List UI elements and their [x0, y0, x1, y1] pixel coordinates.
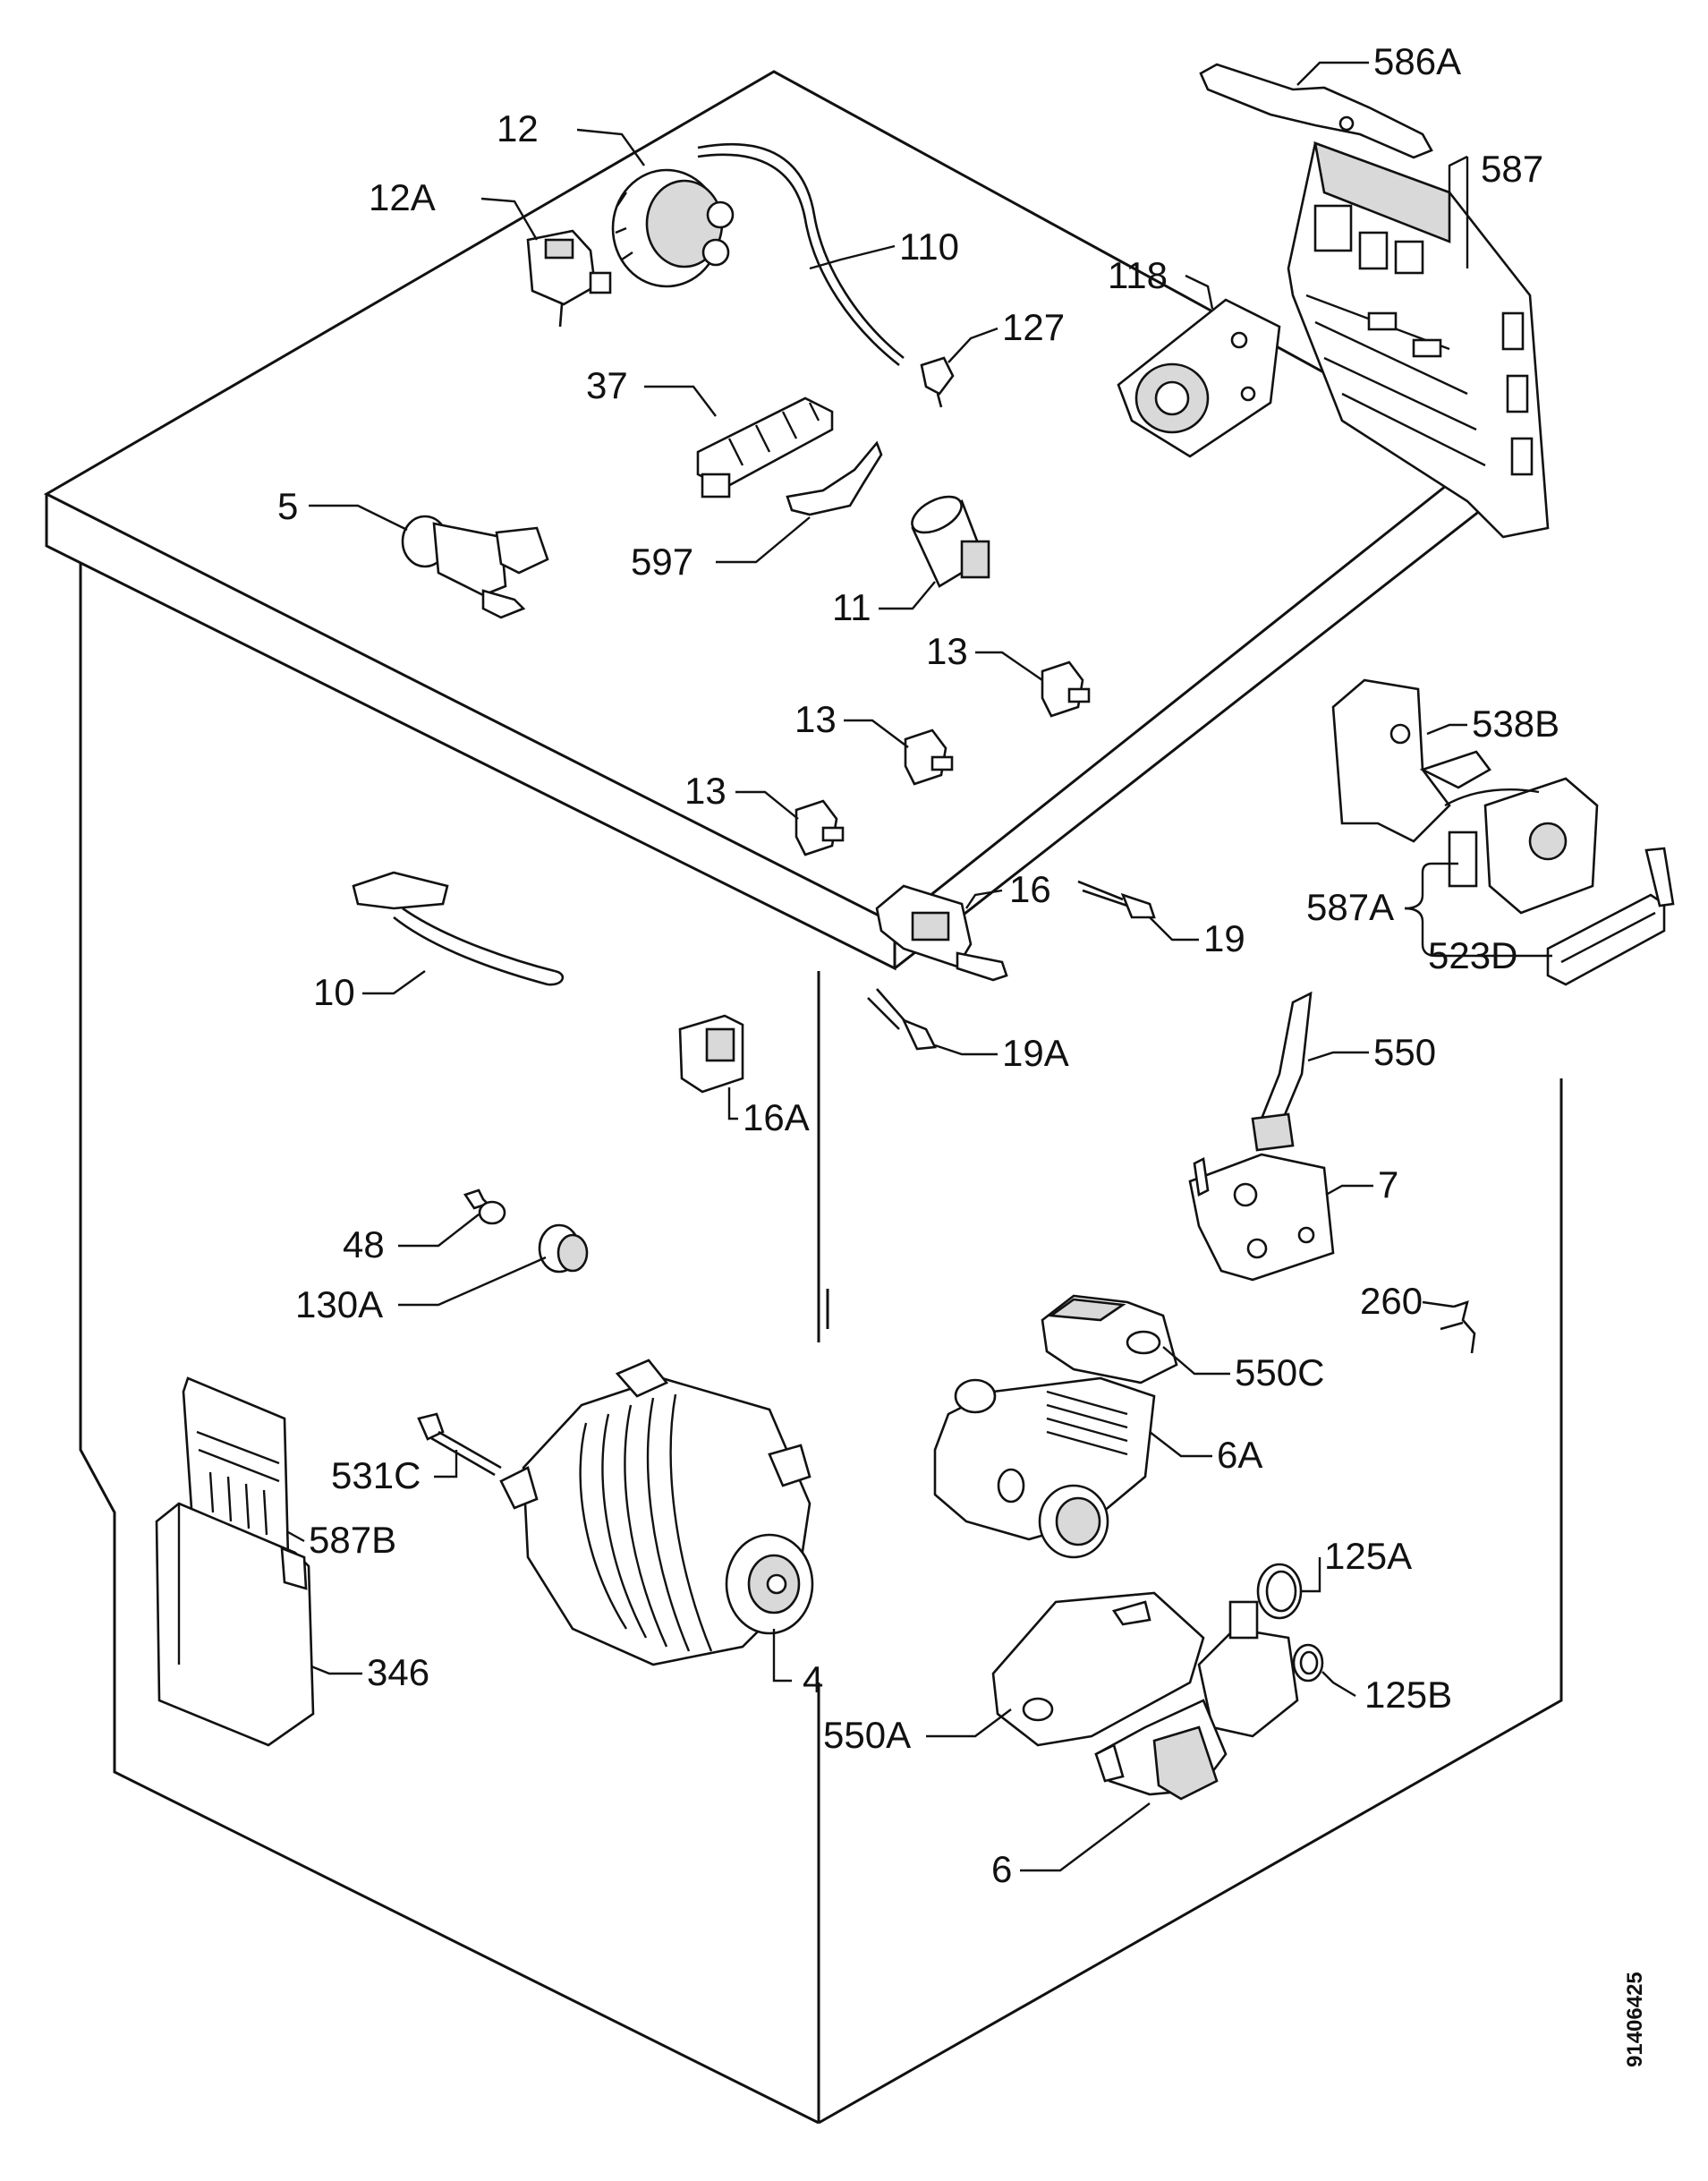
- label-125a: 125A: [1324, 1535, 1412, 1577]
- label-130a: 130A: [295, 1283, 383, 1325]
- label-125b: 125B: [1364, 1674, 1452, 1716]
- label-587: 587: [1481, 148, 1543, 190]
- label-48: 48: [343, 1223, 385, 1265]
- part-13-connector-b: [904, 728, 954, 786]
- drawing-number: 91406425: [1623, 1972, 1647, 2067]
- label-12: 12: [497, 107, 539, 149]
- label-586a: 586A: [1373, 40, 1461, 82]
- part-125a-gasket: [1256, 1563, 1303, 1620]
- label-13-c: 13: [684, 770, 727, 812]
- cabinet-outline: [43, 70, 1563, 2125]
- label-6: 6: [991, 1848, 1012, 1890]
- part-19a-sensor: [867, 988, 938, 1051]
- label-16: 16: [1009, 868, 1051, 910]
- label-550: 550: [1373, 1031, 1436, 1073]
- part-labels: 586A 587 12 12A 110 118 127 37 5 597 11 …: [277, 40, 1559, 1890]
- label-13-b: 13: [795, 698, 837, 740]
- part-550-harness: [1251, 991, 1313, 1152]
- label-118: 118: [1108, 254, 1168, 296]
- label-19a: 19A: [1002, 1032, 1069, 1074]
- part-4-motor: [499, 1359, 814, 1666]
- part-110-hose: [697, 142, 905, 367]
- label-587a: 587A: [1306, 886, 1394, 928]
- part-346-dispenser-box: [155, 1502, 315, 1747]
- part-12a-small-switch: [526, 229, 612, 328]
- part-7-module: [1188, 1153, 1335, 1282]
- label-19: 19: [1203, 917, 1245, 959]
- label-550c: 550C: [1235, 1351, 1324, 1393]
- part-48-plug: [463, 1188, 506, 1225]
- part-550c-cover: [1041, 1294, 1178, 1384]
- leader-lines: [287, 61, 1552, 1872]
- part-13-connector-a: [1041, 660, 1091, 718]
- part-16-door-lock: [875, 884, 1008, 982]
- label-523d: 523D: [1428, 934, 1517, 976]
- label-37: 37: [586, 364, 628, 406]
- label-5: 5: [277, 485, 298, 527]
- label-550a: 550A: [823, 1714, 911, 1756]
- part-12-pressure-switch: [611, 168, 735, 288]
- part-550a-cover: [991, 1591, 1205, 1747]
- label-4: 4: [803, 1658, 823, 1700]
- label-12a: 12A: [369, 176, 436, 218]
- part-5-valve: [401, 515, 549, 619]
- label-13-a: 13: [926, 630, 968, 672]
- part-531c-bolt: [417, 1412, 502, 1477]
- label-110: 110: [899, 226, 959, 268]
- label-260: 260: [1360, 1280, 1423, 1322]
- part-19-sensor: [1077, 880, 1156, 919]
- part-11-capacitor: [911, 495, 990, 588]
- part-127-connector: [920, 356, 955, 408]
- part-118-timer: [1117, 298, 1281, 458]
- part-597-clip: [786, 440, 883, 516]
- part-523d-bracket: [1546, 847, 1675, 986]
- part-587-control-panel: [1287, 141, 1550, 539]
- label-7: 7: [1378, 1163, 1398, 1206]
- label-6a: 6A: [1217, 1434, 1262, 1476]
- label-10: 10: [313, 971, 355, 1013]
- part-10-heater: [352, 871, 565, 986]
- part-260-spring: [1440, 1300, 1476, 1354]
- label-16a: 16A: [743, 1096, 810, 1138]
- part-586a-bracket: [1199, 63, 1433, 159]
- part-6-drain-pump: [1094, 1600, 1299, 1801]
- label-597: 597: [631, 541, 693, 583]
- part-587b-cartridge: [182, 1376, 290, 1559]
- label-587b: 587B: [309, 1519, 396, 1561]
- part-16a-suppressor: [678, 1014, 744, 1094]
- label-531c: 531C: [331, 1454, 421, 1496]
- part-13-connector-c: [795, 799, 845, 856]
- part-6a-pump-housing: [933, 1376, 1156, 1559]
- part-130a-grommet: [538, 1223, 589, 1274]
- label-127: 127: [1002, 306, 1065, 348]
- part-125b-ring: [1292, 1643, 1324, 1683]
- label-346: 346: [367, 1651, 429, 1693]
- label-11: 11: [832, 586, 871, 628]
- part-587a-board: [1444, 777, 1599, 915]
- part-538b-bracket: [1331, 678, 1491, 843]
- label-538b: 538B: [1472, 703, 1559, 745]
- part-37-terminal-block: [696, 396, 834, 498]
